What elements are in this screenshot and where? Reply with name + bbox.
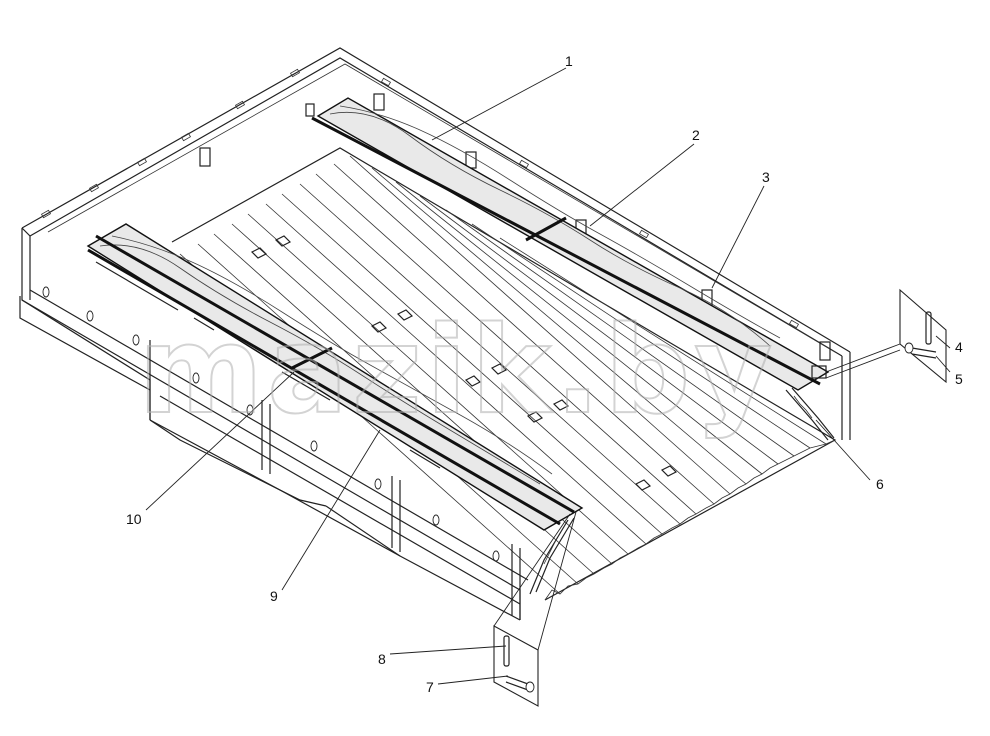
folding-strut-left (529, 517, 575, 595)
callout-4: 4 (955, 339, 963, 355)
detail-inset-pin-right (825, 288, 947, 384)
detail-inset-pin-left (493, 511, 577, 707)
leader-lines (145, 67, 951, 685)
platform-frame (21, 47, 851, 440)
callout-7: 7 (426, 679, 434, 695)
callout-9: 9 (270, 588, 278, 604)
callout-labels: 1 2 3 4 5 6 7 8 9 10 (126, 53, 963, 695)
callout-3: 3 (762, 169, 770, 185)
callout-1: 1 (565, 53, 573, 69)
folding-strut-right (785, 387, 835, 441)
callout-2: 2 (692, 127, 700, 143)
side-wall-holes (42, 286, 500, 562)
rear-bench-board (311, 97, 830, 391)
callout-8: 8 (378, 651, 386, 667)
watermark: mazik.by (138, 302, 777, 441)
floor-clips (250, 235, 678, 491)
front-bench-board (86, 223, 584, 531)
callout-6: 6 (876, 476, 884, 492)
callout-5: 5 (955, 371, 963, 387)
front-side-wall (19, 286, 529, 621)
callout-10: 10 (126, 511, 142, 527)
